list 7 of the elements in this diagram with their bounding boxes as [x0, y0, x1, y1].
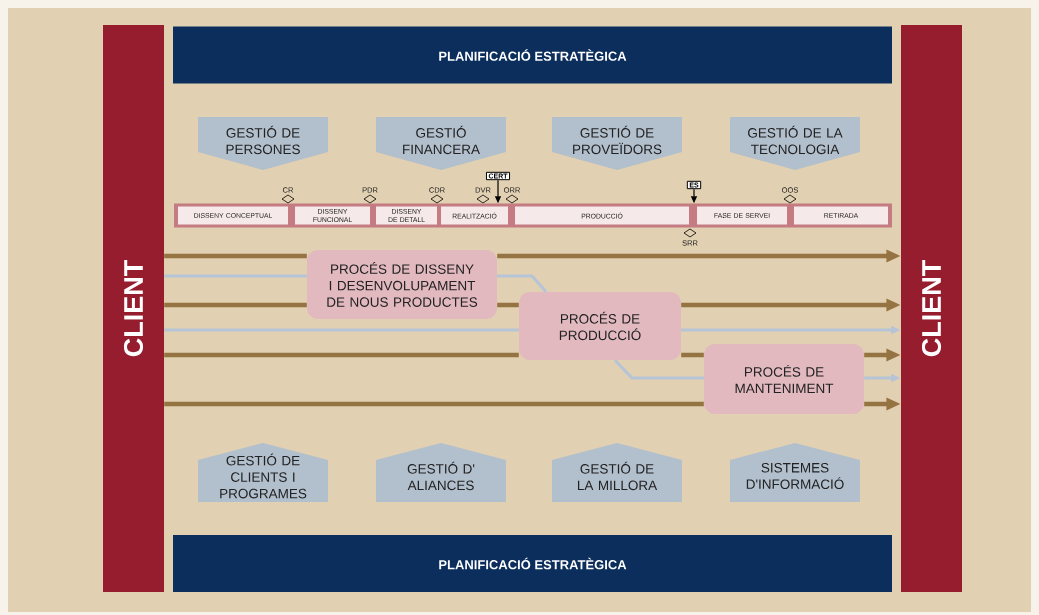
- banner: PLANIFICACIÓ ESTRATÈGICA: [173, 26, 892, 84]
- process-box: PROCÉS DE MANTENIMENT: [704, 344, 864, 414]
- process-box: PROCÉS DE PRODUCCIÓ: [519, 292, 681, 360]
- client-bar: CLIENT: [103, 25, 164, 592]
- banner: PLANIFICACIÓ ESTRATÈGICA: [173, 535, 892, 592]
- client-bar: CLIENT: [901, 25, 962, 592]
- process-box: PROCÉS DE DISSENY I DESENVOLUPAMENT DE NOUS PRODUCTES: [307, 250, 497, 319]
